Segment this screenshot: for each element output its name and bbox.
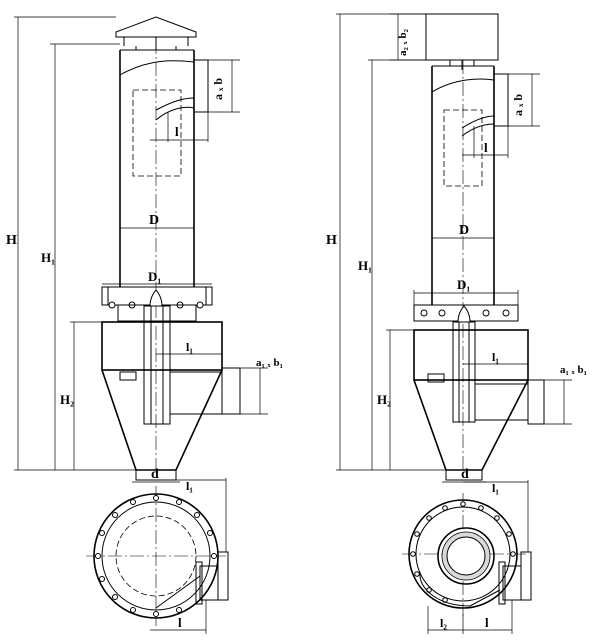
right-main-cylinder [431,60,495,470]
left-label-H2: H₂ [60,392,74,407]
left-umbrella-cap [115,16,197,50]
left-elevation-view [14,16,268,483]
right-plan-label-l2: l₂ [440,616,447,630]
left-label-l1: l₁ [186,340,193,354]
left-label-d: d [151,467,159,482]
left-label-H1: H₁ [41,250,55,265]
right-plan-bolt-holes [410,501,516,603]
right-plan-view [402,480,532,634]
right-label-H1: H₁ [358,258,372,273]
right-label-D1: D₁ [457,277,470,292]
left-main-cylinder [119,40,195,470]
left-plan-label-l: l [178,615,182,630]
left-label-H: H [6,233,17,248]
right-label-H2: H₂ [377,392,391,407]
right-label-l: l [484,140,488,155]
left-flange [101,283,213,322]
right-flange [413,290,519,323]
left-label-D: D [149,213,159,228]
left-label-a1xb1: a₁ ₓ b₁ [256,357,283,369]
left-cyclone-body [101,305,268,483]
left-height-dimensions [14,16,136,471]
left-label-l: l [175,124,179,139]
left-label-axb: a ₓ b [211,78,225,100]
left-plan-view [86,478,229,634]
right-label-d: d [461,467,469,482]
right-plan-label-l1: l₁ [492,481,499,495]
right-label-D: D [459,223,469,238]
left-plan-bolt-holes [95,495,217,617]
left-plan-label-l1: l₁ [186,479,193,493]
right-cyclone-body [413,321,572,483]
right-label-a1xb1: a₁ ₓ b₁ [560,364,587,376]
right-label-axb: a ₓ b [511,94,525,116]
left-inlet-pipe [150,59,240,142]
right-elevation-view [336,13,572,483]
right-label-l1: l₁ [492,350,499,364]
right-height-dimensions [336,13,446,471]
right-inlet-pipe [462,73,540,158]
right-label-a2xb2: a₂ ₓ b₂ [397,28,409,56]
left-label-D1: D₁ [148,269,161,284]
right-label-H: H [326,233,337,248]
right-plan-label-l: l [485,615,489,630]
